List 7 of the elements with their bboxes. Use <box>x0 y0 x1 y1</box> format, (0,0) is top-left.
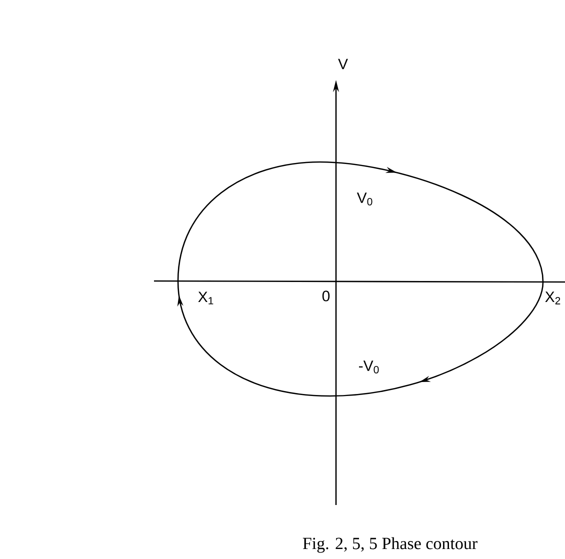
axis-label: V <box>338 58 348 70</box>
value-label: -V$_{0}$ <box>359 360 379 374</box>
origin-label: 0 <box>322 290 330 302</box>
value-label: V$_{0}$ <box>356 192 372 206</box>
value-label: X$_{1}$ <box>198 292 214 304</box>
value-label: X$_{2}$ <box>545 292 560 304</box>
figure-caption: Fig. 2, 5, 5 Phase contour <box>302 537 478 553</box>
